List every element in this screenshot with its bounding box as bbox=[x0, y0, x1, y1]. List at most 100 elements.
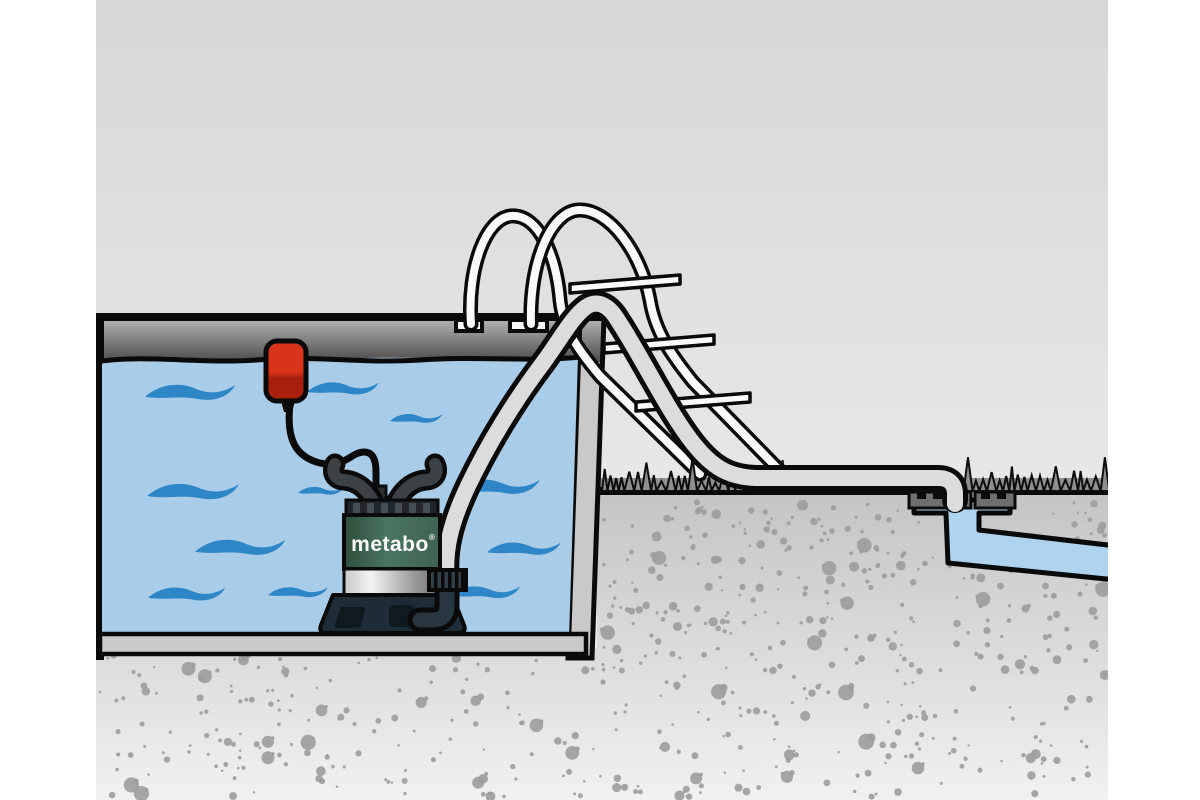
hose-coupling-ribs bbox=[434, 572, 465, 588]
speckle bbox=[911, 681, 915, 685]
speckle bbox=[931, 736, 935, 740]
speckle bbox=[865, 579, 870, 584]
speckle bbox=[900, 602, 905, 607]
speckle bbox=[654, 638, 662, 645]
speckle bbox=[1021, 753, 1026, 758]
speckle bbox=[885, 637, 891, 643]
speckle bbox=[1088, 606, 1098, 616]
speckle bbox=[886, 720, 891, 724]
pump-brand-registered-mark: ® bbox=[429, 533, 435, 542]
speckle bbox=[357, 661, 361, 665]
speckle bbox=[672, 621, 683, 632]
speckle bbox=[714, 555, 722, 564]
speckle bbox=[502, 794, 506, 799]
speckle bbox=[252, 791, 256, 794]
speckle bbox=[582, 780, 586, 783]
speckle bbox=[519, 720, 525, 726]
speckle bbox=[776, 587, 780, 591]
speckle bbox=[614, 728, 618, 732]
speckle bbox=[802, 687, 807, 691]
speckle bbox=[625, 558, 630, 562]
speckle bbox=[861, 568, 868, 574]
speckle bbox=[914, 741, 920, 746]
speckle bbox=[828, 661, 836, 669]
speckle bbox=[884, 761, 887, 765]
speckle bbox=[767, 645, 773, 651]
speckle bbox=[239, 732, 242, 736]
speckle bbox=[894, 728, 902, 736]
speckle bbox=[810, 517, 818, 526]
speckle bbox=[133, 785, 150, 800]
speckle bbox=[977, 767, 983, 773]
speckle bbox=[749, 652, 754, 657]
speckle bbox=[654, 650, 659, 655]
speckle bbox=[682, 785, 690, 793]
speckle bbox=[1043, 593, 1048, 599]
speckle bbox=[1067, 694, 1076, 704]
speckle bbox=[223, 762, 229, 767]
speckle bbox=[800, 710, 811, 721]
speckle bbox=[127, 752, 134, 758]
speckle bbox=[977, 653, 984, 660]
speckle bbox=[606, 612, 614, 619]
speckle bbox=[642, 601, 650, 610]
speckle bbox=[704, 582, 713, 591]
speckle bbox=[214, 764, 218, 768]
speckle bbox=[886, 551, 890, 555]
speckle bbox=[762, 667, 768, 673]
speckle bbox=[1047, 615, 1053, 621]
speckle bbox=[743, 531, 748, 536]
speckle bbox=[776, 570, 783, 576]
speckle bbox=[803, 585, 809, 591]
wave bbox=[145, 384, 236, 400]
speckle bbox=[702, 532, 708, 538]
speckle bbox=[386, 779, 391, 784]
speckle bbox=[300, 734, 316, 750]
speckle bbox=[791, 674, 797, 680]
speckle bbox=[742, 769, 745, 773]
speckle bbox=[1010, 716, 1015, 721]
speckle bbox=[168, 730, 173, 734]
speckle bbox=[684, 525, 690, 532]
speckle bbox=[867, 635, 873, 642]
speckle bbox=[825, 575, 835, 585]
speckle bbox=[849, 551, 853, 556]
speckle bbox=[232, 657, 237, 662]
speckle bbox=[1006, 618, 1012, 623]
speckle bbox=[755, 583, 764, 592]
speckle bbox=[518, 713, 521, 716]
speckle bbox=[976, 573, 986, 583]
speckle bbox=[316, 766, 326, 776]
speckle bbox=[901, 551, 907, 556]
speckle bbox=[613, 774, 622, 783]
speckle bbox=[750, 597, 756, 603]
speckle bbox=[738, 706, 742, 710]
speckle bbox=[777, 663, 783, 669]
speckle bbox=[1071, 776, 1076, 782]
pump-metal-band bbox=[342, 567, 442, 597]
speckle bbox=[238, 699, 243, 704]
speckle bbox=[268, 701, 274, 707]
speckle bbox=[1040, 756, 1047, 762]
speckle bbox=[792, 749, 796, 753]
speckle bbox=[888, 642, 898, 651]
speckle bbox=[966, 630, 970, 635]
speckle bbox=[766, 520, 771, 526]
speckle bbox=[673, 681, 681, 689]
speckle bbox=[739, 713, 743, 718]
speckle bbox=[906, 713, 913, 720]
speckle bbox=[403, 791, 407, 796]
speckle bbox=[854, 634, 859, 639]
speckle bbox=[997, 582, 1004, 590]
speckle bbox=[229, 689, 234, 694]
speckle bbox=[868, 567, 872, 571]
speckle bbox=[611, 604, 615, 608]
speckle bbox=[890, 572, 896, 578]
speckle bbox=[849, 561, 860, 572]
speckle bbox=[450, 718, 454, 722]
speckle bbox=[152, 665, 156, 669]
speckle bbox=[855, 773, 860, 778]
speckle bbox=[955, 596, 959, 599]
speckle bbox=[476, 662, 480, 666]
speckle bbox=[154, 691, 158, 695]
